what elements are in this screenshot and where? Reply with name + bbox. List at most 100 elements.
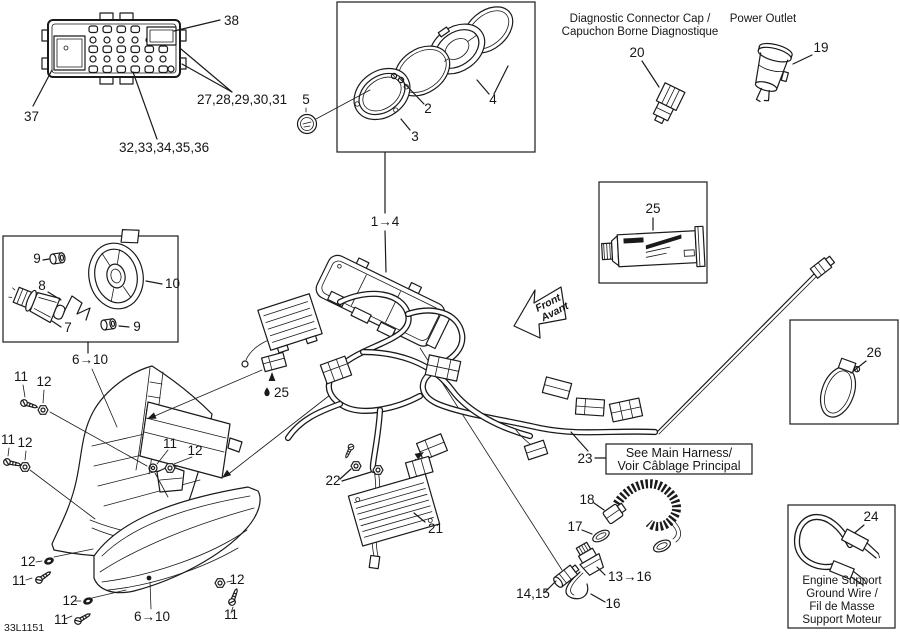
nut-part	[37, 405, 49, 415]
callout-25-harness: 25	[274, 385, 289, 400]
cable-end-connector	[809, 255, 836, 279]
main-harness-text-1: See Main Harness/	[626, 446, 733, 460]
badge-cap	[296, 113, 318, 135]
gauge-screws	[390, 72, 405, 84]
diagnostic-cap-text-1: Diagnostic Connector Cap /	[570, 13, 711, 25]
harness-connector	[574, 397, 606, 417]
callout-11-c: 11	[163, 436, 177, 451]
callout-8: 8	[38, 278, 46, 293]
callout-11-e: 11	[54, 612, 68, 627]
clamp-box-frame	[789, 319, 899, 425]
grease-tube-part	[601, 225, 706, 268]
headlight-ring-part	[88, 229, 144, 310]
harness-connector	[319, 355, 353, 385]
main-harness-text-2: Voir Câblage Principal	[618, 459, 741, 473]
ground-box-frame	[787, 504, 896, 629]
ground-wire-text-2: Ground Wire /	[806, 588, 878, 600]
callout-3: 3	[411, 129, 419, 144]
callout-23: 23	[577, 451, 592, 466]
harness-connector	[608, 397, 644, 423]
main-harness-note-box	[605, 443, 753, 475]
callout-20: 20	[629, 45, 644, 60]
callout-21: 21	[428, 521, 443, 536]
headlight-housings: 11 12 11 12 11 12 12 11 12 11 12	[1, 365, 261, 627]
callout-16: 16	[605, 596, 620, 611]
harness-connector	[415, 433, 449, 461]
relay-slot	[53, 35, 86, 71]
nut-part	[214, 578, 226, 588]
callout-7: 7	[64, 320, 72, 335]
callout-12-f: 12	[229, 572, 244, 587]
headlight-connection-leaders	[145, 369, 331, 481]
ring-terminal	[241, 360, 249, 368]
callout-26: 26	[866, 345, 881, 360]
diagnostic-cap-part	[652, 82, 686, 125]
reference-dot	[146, 575, 152, 581]
voltage-regulator	[347, 455, 441, 547]
callout-9-bottom: 9	[133, 319, 141, 334]
fuse-box-assembly: 38 27,28,29,30,31 32,33,34,35,36 37	[24, 12, 287, 155]
clamp-box: 26	[789, 319, 899, 425]
callout-32-36: 32,33,34,35,36	[119, 140, 209, 155]
callout-12-b: 12	[17, 435, 32, 450]
power-outlet-part	[754, 42, 793, 103]
callout-9-top: 9	[33, 251, 41, 266]
grease-tube-box: 25	[598, 181, 708, 284]
inline-connector	[523, 439, 549, 461]
callout-10: 10	[165, 276, 180, 291]
callout-6-10-bottom: 6→10	[134, 609, 170, 624]
power-outlet-text: Power Outlet	[730, 13, 797, 25]
callout-27-31: 27,28,29,30,31	[197, 92, 287, 107]
tether-wire-loop	[565, 571, 589, 600]
callout-4: 4	[489, 92, 497, 107]
callout-6-10-top: 6→10	[72, 352, 108, 367]
callout-12-c: 12	[187, 443, 202, 458]
tether-ring	[592, 529, 610, 543]
callout-11-f: 11	[224, 607, 238, 622]
gauge-cluster	[315, 254, 453, 350]
power-outlet-note: Power Outlet 19	[730, 13, 829, 103]
callout-17: 17	[567, 519, 582, 534]
gauge-assembly-box: 2 3 4 5 1→4	[296, 1, 536, 273]
callout-18: 18	[579, 492, 594, 507]
halogen-bulb-part	[8, 286, 66, 324]
harness-connector	[260, 351, 288, 373]
ground-wire-text-1: Engine Support	[802, 575, 882, 587]
cord-hook	[652, 539, 672, 553]
nut-part	[164, 463, 176, 473]
callout-12-d: 12	[20, 554, 35, 569]
retaining-clip-part	[63, 295, 91, 321]
sheet-code: 33L1151	[4, 622, 44, 634]
nut-part	[350, 461, 362, 471]
tether-cap	[602, 502, 627, 525]
callout-24: 24	[863, 509, 879, 524]
diagnostic-cap-text-2: Capuchon Borne Diagnostique	[562, 26, 719, 38]
tether-cord-assembly: 18 17 13→16 16 14,15	[516, 479, 682, 611]
callout-22: 22	[325, 473, 340, 488]
relay-slot-2	[146, 26, 177, 46]
callout-1-4: 1→4	[371, 214, 400, 229]
callout-12-e: 12	[62, 593, 77, 608]
clamp-part	[819, 357, 861, 418]
washer-part	[148, 463, 158, 473]
bulb-box-frame	[2, 235, 179, 343]
callout-11-b: 11	[1, 432, 15, 447]
harness-connector	[541, 376, 573, 400]
callout-37: 37	[24, 109, 39, 124]
callout-11-d: 11	[12, 573, 26, 588]
front-arrow: Front Avant	[513, 286, 571, 339]
nut-part	[372, 465, 384, 475]
relay-block	[257, 293, 323, 354]
small-plug	[368, 554, 381, 570]
ground-terminal	[840, 528, 881, 559]
callout-11-a: 11	[14, 369, 28, 384]
callout-38: 38	[224, 13, 239, 28]
callout-2: 2	[424, 101, 432, 116]
callout-25-box: 25	[645, 201, 660, 216]
tether-switch-post	[575, 541, 605, 576]
tether-connector	[553, 564, 580, 588]
grease-box-frame	[598, 181, 708, 284]
headlight-bulb-box: 9 9 10 7 8 6→10	[2, 229, 180, 428]
